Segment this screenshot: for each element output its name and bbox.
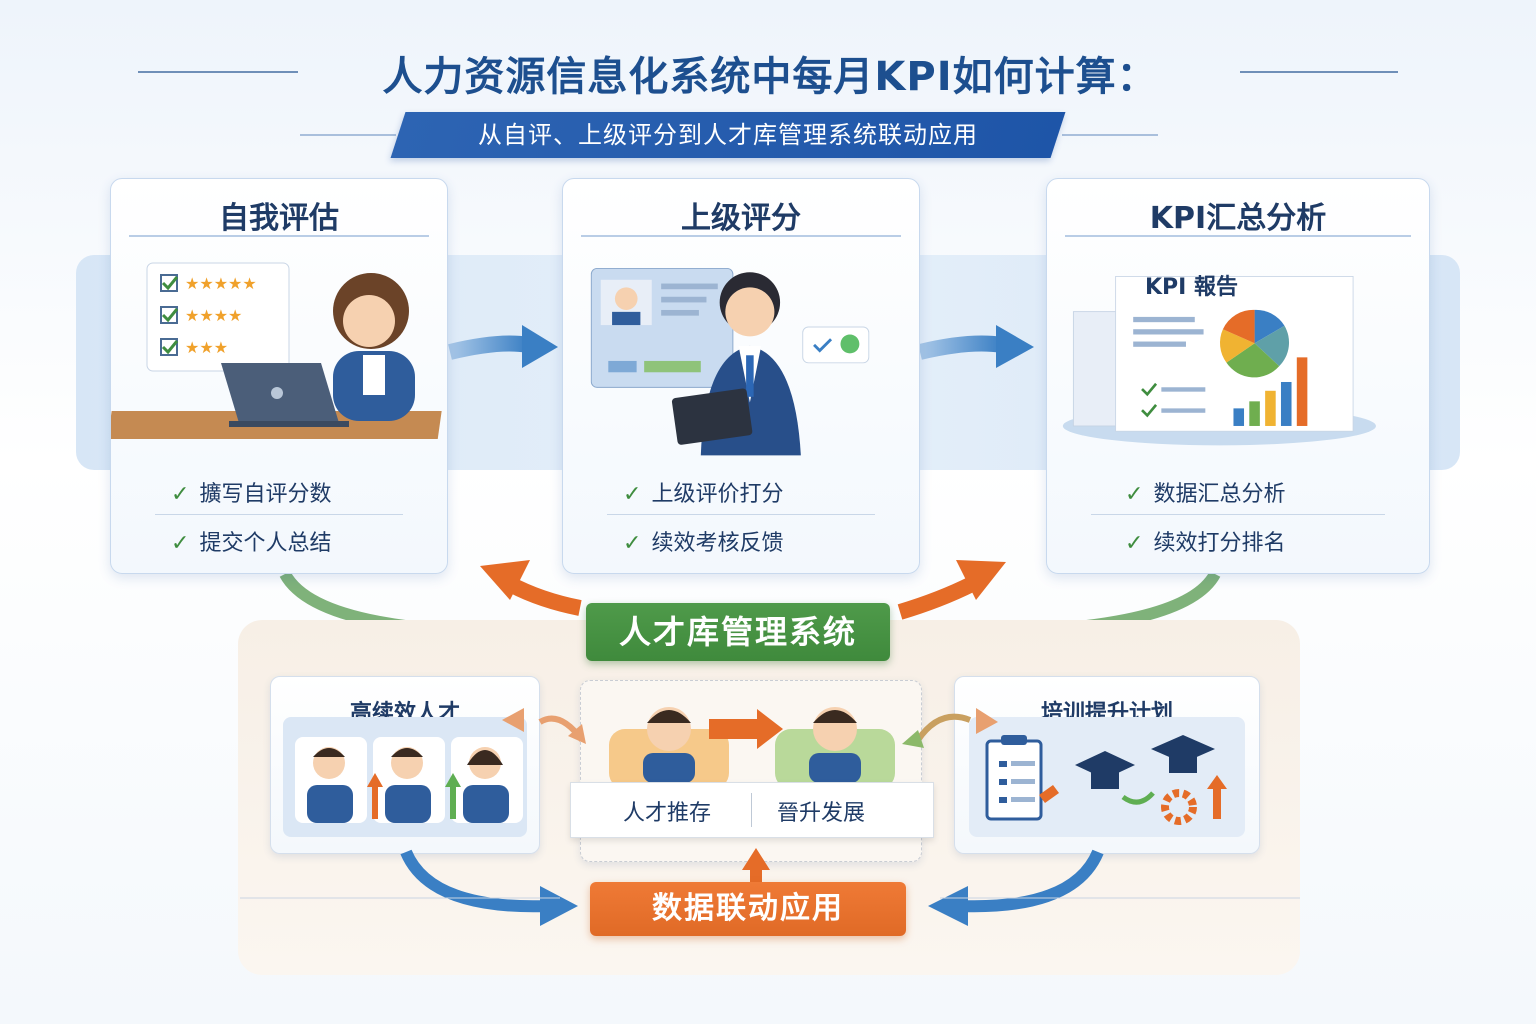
ribbon-divider bbox=[751, 793, 752, 827]
orange-arrowhead-right bbox=[956, 560, 1006, 600]
check-item-label: 续效考核反馈 bbox=[651, 531, 784, 556]
recommend-promote-ribbon: 人才推存 晉升发展 bbox=[570, 782, 934, 838]
card-rule bbox=[129, 235, 429, 237]
check-item: ✓ 数据汇总分析 bbox=[1125, 476, 1285, 508]
link-arrowhead-left bbox=[502, 708, 524, 732]
card-self-assessment: 自我评估 ★★★★★★★★★★★★ ✓擴写自评分数 ✓提交个人总结 bbox=[110, 178, 448, 574]
check-item: ✓ 续效考核反馈 bbox=[623, 525, 783, 557]
arrowhead-supervisor-to-kpi bbox=[996, 325, 1034, 368]
check-item: ✓ 续效打分排名 bbox=[1125, 525, 1285, 557]
self-assessment-illustration: ★★★★★★★★★★★★ bbox=[111, 262, 442, 439]
check-icon: ✓ bbox=[171, 482, 190, 507]
arrow-supervisor-to-kpi bbox=[918, 335, 1004, 360]
training-plan-illustration bbox=[969, 717, 1245, 837]
check-icon: ✓ bbox=[171, 531, 190, 556]
check-icon: ✓ bbox=[1125, 531, 1144, 556]
promotion-label: 晉升发展 bbox=[777, 801, 866, 826]
training-plan-card: 培训提升计划 bbox=[954, 676, 1260, 854]
orange-arrow-right bbox=[897, 576, 976, 620]
check-item-label: 擴写自评分数 bbox=[199, 482, 332, 507]
supervisor-rating-illustration bbox=[590, 267, 870, 456]
talent-recommend-label: 人才推存 bbox=[623, 801, 712, 826]
check-item-label: 提交个人总结 bbox=[199, 531, 332, 556]
check-item-label: 数据汇总分析 bbox=[1153, 482, 1286, 507]
card-title-self-assessment: 自我评估 bbox=[219, 201, 339, 236]
high-performers-card: 高续效人才 bbox=[270, 676, 540, 854]
page-title: 人力资源信息化系统中每月KPI如何计算： bbox=[382, 54, 1158, 100]
card-supervisor-rating: 上级评分 ✓ 上级评价打分 ✓ 续效考核反馈 bbox=[562, 178, 920, 574]
svg-text:★★★★★: ★★★★★ bbox=[185, 274, 257, 293]
check-item-label: 上级评价打分 bbox=[651, 482, 784, 507]
link-arrowhead-center-right bbox=[902, 730, 924, 748]
check-icon: ✓ bbox=[623, 482, 642, 507]
subtitle-rule-left bbox=[300, 134, 396, 136]
card-kpi-analysis: KPI汇总分析 KPI 報告 ✓ 数据汇总分析 ✓ 续效打分排名 bbox=[1046, 178, 1430, 574]
row-divider bbox=[155, 514, 403, 515]
check-item-label: 续效打分排名 bbox=[1153, 531, 1286, 556]
check-item: ✓ 提交个人总结 bbox=[171, 525, 331, 557]
talent-recommend-illustration bbox=[609, 707, 895, 789]
check-icon: ✓ bbox=[623, 531, 642, 556]
row-divider bbox=[607, 514, 875, 515]
subtitle-rule-right bbox=[1062, 134, 1158, 136]
blue-arrow-to-data-right bbox=[959, 849, 1104, 913]
data-link-label: 数据联动应用 bbox=[590, 882, 906, 936]
orange-arrowhead-left bbox=[480, 560, 530, 600]
high-performers-illustration bbox=[283, 717, 527, 837]
row-divider bbox=[1091, 514, 1385, 515]
svg-text:★★★★: ★★★★ bbox=[185, 306, 242, 325]
up-arrow-to-center bbox=[742, 848, 770, 882]
blue-arrowhead-right bbox=[928, 886, 968, 926]
svg-text:★★★: ★★★ bbox=[185, 338, 228, 357]
blue-arrowhead-left bbox=[540, 886, 578, 926]
arrowhead-self-to-supervisor bbox=[522, 325, 558, 368]
card-title-supervisor-rating: 上级评分 bbox=[681, 201, 801, 236]
check-item: ✓ 上级评价打分 bbox=[623, 476, 783, 508]
check-item: ✓ 擴写自评分数 bbox=[171, 476, 331, 508]
title-divider-right bbox=[1240, 71, 1398, 73]
title-divider-left bbox=[138, 71, 298, 73]
card-rule bbox=[581, 235, 901, 237]
link-arrow-training bbox=[915, 713, 972, 742]
blue-arrow-to-data-left bbox=[400, 849, 549, 913]
check-icon: ✓ bbox=[1125, 482, 1144, 507]
talent-system-title: 人才库管理系统 bbox=[586, 603, 890, 661]
card-title-kpi-analysis: KPI汇总分析 bbox=[1149, 201, 1327, 236]
subtitle: 从自评、上级评分到人才库管理系统联动应用 bbox=[478, 121, 978, 149]
kpi-report-illustration bbox=[1062, 276, 1376, 446]
card-rule bbox=[1065, 235, 1411, 237]
kpi-report-label: KPI 報告 bbox=[1145, 275, 1239, 300]
link-arrowhead-right bbox=[976, 708, 998, 734]
link-arrowhead-center-left bbox=[568, 724, 586, 744]
